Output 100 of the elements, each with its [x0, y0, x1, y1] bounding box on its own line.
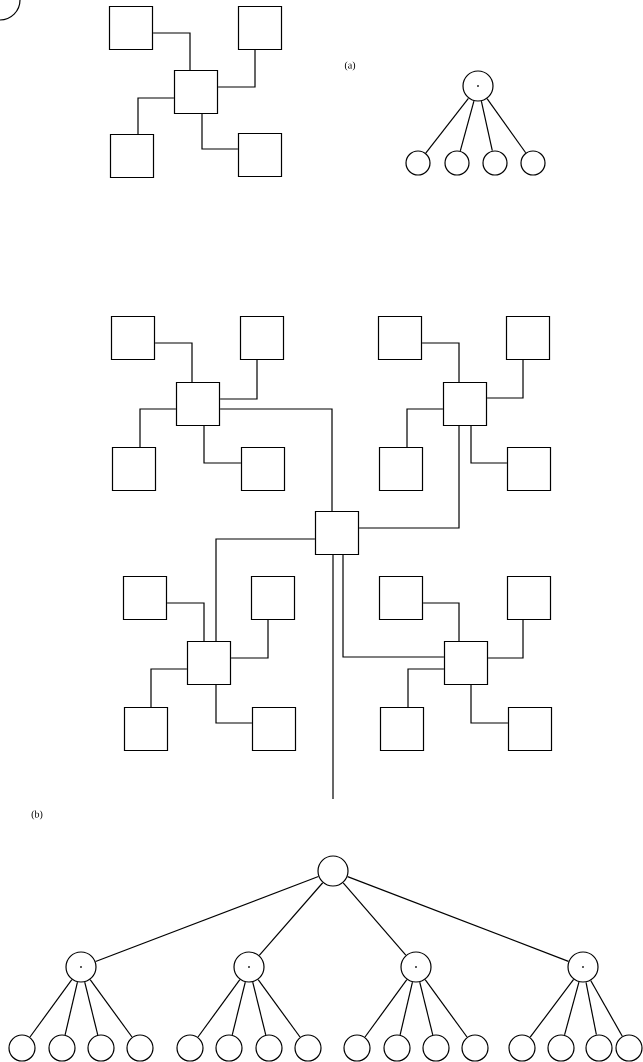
connector-line: [150, 668, 188, 708]
connector-line: [201, 113, 239, 150]
connector-line: [215, 684, 253, 724]
connector-line: [154, 342, 193, 383]
circle-node: [585, 1034, 613, 1062]
panel-label: (a): [344, 61, 356, 71]
circle-node: [255, 1034, 283, 1062]
square-box: [110, 315, 156, 361]
circle-node: [176, 1034, 204, 1062]
circle-node: [233, 951, 265, 983]
connector-line: [422, 602, 460, 642]
circle-node: [383, 1034, 411, 1062]
connector-line: [166, 602, 205, 642]
connector-line: [252, 981, 267, 1036]
square-box: [442, 381, 488, 427]
connector-line: [342, 882, 407, 956]
circle-node: [317, 855, 349, 887]
square-box: [505, 315, 551, 361]
connector-line: [152, 32, 191, 71]
circle-node: [567, 951, 599, 983]
connector-line: [215, 538, 316, 642]
connector-line: [585, 981, 597, 1036]
circle-node: [482, 150, 508, 176]
connector-line: [139, 408, 177, 448]
square-box: [186, 640, 232, 686]
circle-node: [444, 150, 470, 176]
connector-line: [590, 979, 623, 1037]
connector-line: [219, 408, 333, 512]
circle-node: [422, 1034, 450, 1062]
connector-line: [407, 668, 445, 708]
square-box: [379, 706, 425, 752]
connector-line: [137, 97, 175, 135]
connector-line: [487, 619, 524, 659]
connector-line: [459, 100, 475, 152]
square-box: [507, 706, 553, 752]
connector-line: [332, 554, 334, 800]
square-box: [251, 706, 297, 752]
square-box: [239, 315, 285, 361]
panel-label: (b): [31, 810, 43, 820]
square-box: [250, 575, 296, 621]
circle-node: [65, 951, 97, 983]
circle-node: [48, 1034, 76, 1062]
connector-line: [197, 979, 241, 1038]
connector-line: [364, 979, 408, 1038]
square-box: [443, 640, 489, 686]
connector-line: [257, 979, 301, 1038]
connector-line: [89, 979, 133, 1038]
circle-node: [400, 951, 432, 983]
circle-node: [215, 1034, 243, 1062]
circle-node: [87, 1034, 115, 1062]
square-box: [111, 446, 157, 492]
connector-line: [470, 684, 509, 724]
square-box: [109, 133, 155, 179]
circle-node: [8, 1034, 36, 1062]
square-box: [108, 5, 154, 51]
square-box: [506, 446, 552, 492]
connector-line: [399, 981, 414, 1036]
circle-node: [615, 1034, 643, 1062]
connector-line: [425, 97, 470, 154]
square-box: [237, 132, 283, 178]
connector-line: [230, 619, 269, 659]
connector-line: [486, 359, 524, 399]
connector-line: [346, 876, 570, 962]
circle-node: [508, 1034, 536, 1062]
connector-line: [29, 979, 73, 1038]
connector-line: [486, 98, 527, 154]
circle-node: [294, 1034, 322, 1062]
circle-node: [462, 70, 494, 102]
connector-line: [480, 100, 493, 152]
connector-line: [358, 425, 460, 529]
square-box: [240, 446, 286, 492]
connector-line: [529, 978, 575, 1038]
connector-line: [342, 554, 445, 658]
connector-line: [217, 49, 256, 88]
connector-line: [203, 425, 242, 464]
connector-line: [64, 981, 79, 1036]
circle-node: [343, 1034, 371, 1062]
circle-node: [547, 1034, 575, 1062]
connector-line: [406, 408, 444, 448]
square-box: [175, 381, 221, 427]
connector-line: [219, 359, 258, 400]
square-box: [378, 575, 424, 621]
connector-line: [231, 981, 246, 1036]
connector-line: [258, 882, 324, 956]
circle-node: [126, 1034, 154, 1062]
connector-line: [470, 425, 508, 464]
connector-line: [563, 981, 580, 1036]
square-box: [378, 446, 424, 492]
square-box: [377, 315, 423, 361]
square-box: [237, 5, 283, 51]
square-box: [122, 575, 168, 621]
connector-line: [419, 981, 434, 1036]
square-box: [506, 575, 552, 621]
square-box: [173, 69, 219, 115]
square-box: [314, 510, 360, 556]
circle-node: [405, 150, 431, 176]
circle-node: [461, 1034, 489, 1062]
circle-node: [520, 150, 546, 176]
connector-line: [424, 979, 468, 1038]
connector-line: [95, 875, 320, 963]
